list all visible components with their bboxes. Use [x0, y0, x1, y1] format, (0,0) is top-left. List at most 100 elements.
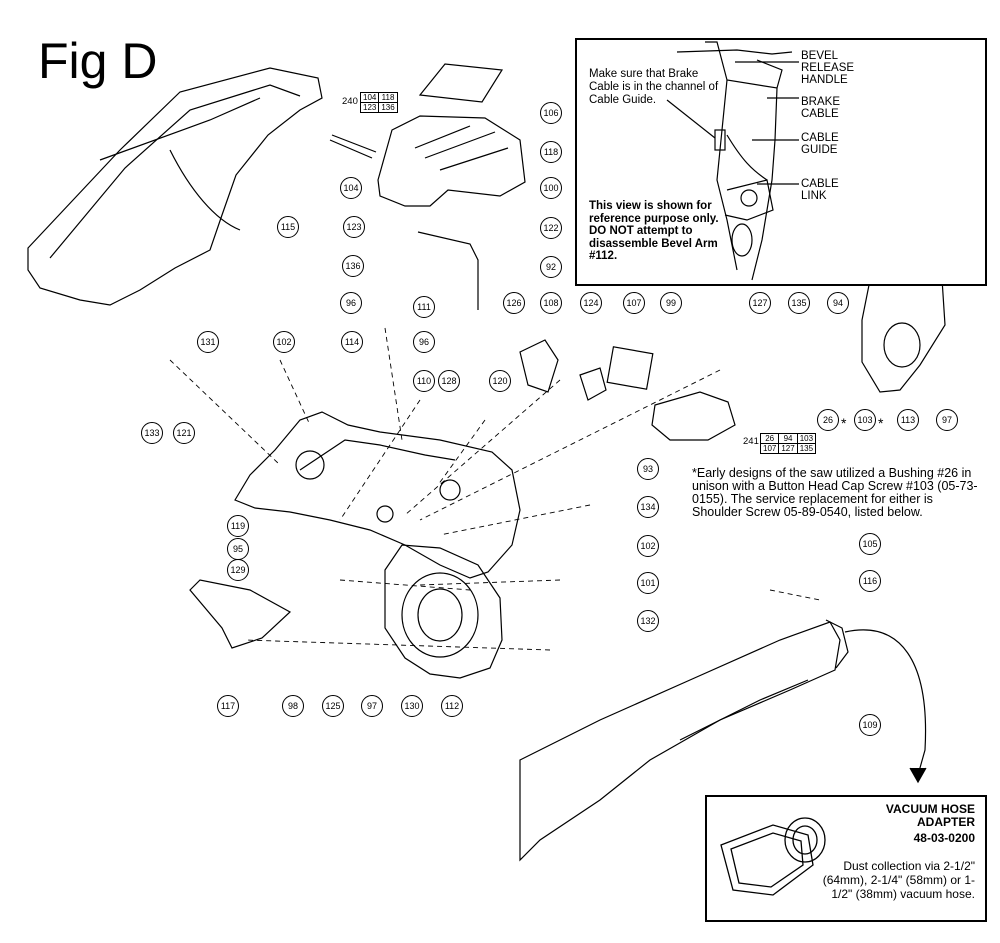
- brake-cable-note: Make sure that Brake Cable is in the cha…: [589, 68, 719, 106]
- callout-number: 102: [640, 541, 655, 551]
- kit-cell: 94: [778, 433, 798, 444]
- callout-circle: [859, 714, 881, 736]
- part-callout: 102: [637, 535, 659, 557]
- callout-circle: [217, 695, 239, 717]
- reference-inset: Make sure that Brake Cable is in the cha…: [575, 38, 987, 286]
- part-callout: 117: [217, 695, 239, 717]
- callout-circle: [637, 458, 659, 480]
- kit-cell: 123: [359, 102, 380, 113]
- part-callout: 123: [343, 216, 365, 238]
- callout-number: 130: [404, 701, 419, 711]
- callout-circle: [361, 695, 383, 717]
- callout-number: 105: [862, 539, 877, 549]
- callout-number: 117: [221, 701, 235, 711]
- callout-number: 135: [791, 298, 806, 308]
- handle-shape: [377, 115, 526, 207]
- part-callout: 135: [788, 292, 810, 314]
- callout-circle: [438, 370, 460, 392]
- part-callout: 133: [141, 422, 163, 444]
- callout-circle: [540, 292, 562, 314]
- callout-number: 132: [640, 616, 655, 626]
- part-callout: 93: [637, 458, 659, 480]
- callout-circle: [413, 331, 435, 353]
- inset-drawing: [666, 41, 799, 281]
- callout-number: 95: [233, 544, 243, 554]
- part-callout: 99: [660, 292, 682, 314]
- callout-number: 99: [666, 298, 676, 308]
- part-callout: 114: [341, 331, 363, 353]
- callout-circle: [141, 422, 163, 444]
- callout-circle: [540, 177, 562, 199]
- callout-number: 125: [325, 701, 340, 711]
- callout-circle: [413, 370, 435, 392]
- callout-circle: [749, 292, 771, 314]
- callout-number: 111: [417, 302, 431, 312]
- callout-circle: [197, 331, 219, 353]
- callout-circle: [340, 292, 362, 314]
- part-callout: 116: [859, 570, 881, 592]
- part-callout: 97: [361, 695, 383, 717]
- callout-number: 114: [345, 337, 359, 347]
- callout-circle: [282, 695, 304, 717]
- part-callout: 129: [227, 559, 249, 581]
- dust-tube-shape: [519, 621, 841, 862]
- part-callout: 96: [413, 331, 435, 353]
- callout-circle: [273, 331, 295, 353]
- part-callout: 118: [540, 141, 562, 163]
- kit-cell: 118: [378, 92, 398, 103]
- part-callout: 112: [441, 695, 463, 717]
- callout-circle: [540, 141, 562, 163]
- callout-number: 98: [288, 701, 298, 711]
- callout-circle: [441, 695, 463, 717]
- callout-circle: [340, 177, 362, 199]
- part-callout: 100: [540, 177, 562, 199]
- callout-number: 110: [417, 376, 431, 386]
- callout-number: 134: [640, 502, 655, 512]
- callout-number: 120: [492, 376, 507, 386]
- callout-circle: [580, 292, 602, 314]
- callout-number: 96: [346, 298, 356, 308]
- callout-circle: [343, 216, 365, 238]
- callout-circle: [540, 102, 562, 124]
- part-callout: 95: [227, 538, 249, 560]
- callout-number: 122: [543, 223, 558, 233]
- part-callout: 101: [637, 572, 659, 594]
- callout-number: 126: [506, 298, 521, 308]
- callout-circle: [173, 422, 195, 444]
- part-callout: 109: [859, 714, 881, 736]
- callout-circle: [227, 559, 249, 581]
- callout-number: 92: [546, 262, 556, 272]
- kit-cell: 103: [796, 433, 817, 444]
- callout-number: 118: [544, 147, 558, 157]
- part-callout: 103: [854, 409, 876, 431]
- callout-circle: [540, 256, 562, 278]
- callout-circle: [936, 409, 958, 431]
- bevel-arm-shape: [384, 544, 503, 679]
- callout-circle: [637, 572, 659, 594]
- kit-cell: 107: [759, 443, 780, 454]
- callout-number: 115: [281, 222, 295, 232]
- part-callout: 119: [227, 515, 249, 537]
- kit-cell: 104: [359, 92, 380, 103]
- callout-number: 103: [857, 415, 872, 425]
- callout-number: 123: [346, 222, 361, 232]
- callout-number: 128: [441, 376, 456, 386]
- label-bevel-release-handle: BEVEL RELEASE HANDLE: [801, 50, 855, 86]
- callout-circle: [277, 216, 299, 238]
- callout-circle: [788, 292, 810, 314]
- part-callout: 108: [540, 292, 562, 314]
- callout-number: 127: [752, 298, 767, 308]
- callout-circle: [897, 409, 919, 431]
- callout-number: 26: [823, 415, 833, 425]
- label-cable-guide: CABLE GUIDE: [801, 132, 839, 156]
- part-callout: 92: [540, 256, 562, 278]
- part-callout: 132: [637, 610, 659, 632]
- chute-shape: [189, 579, 292, 649]
- callout-circle: [227, 515, 249, 537]
- callout-circle: [859, 533, 881, 555]
- part-callout: 115: [277, 216, 299, 238]
- vacuum-adapter-drawing: [720, 817, 826, 896]
- kit-cell: 26: [759, 433, 780, 444]
- callout-circle: [503, 292, 525, 314]
- part-callout: 120: [489, 370, 511, 392]
